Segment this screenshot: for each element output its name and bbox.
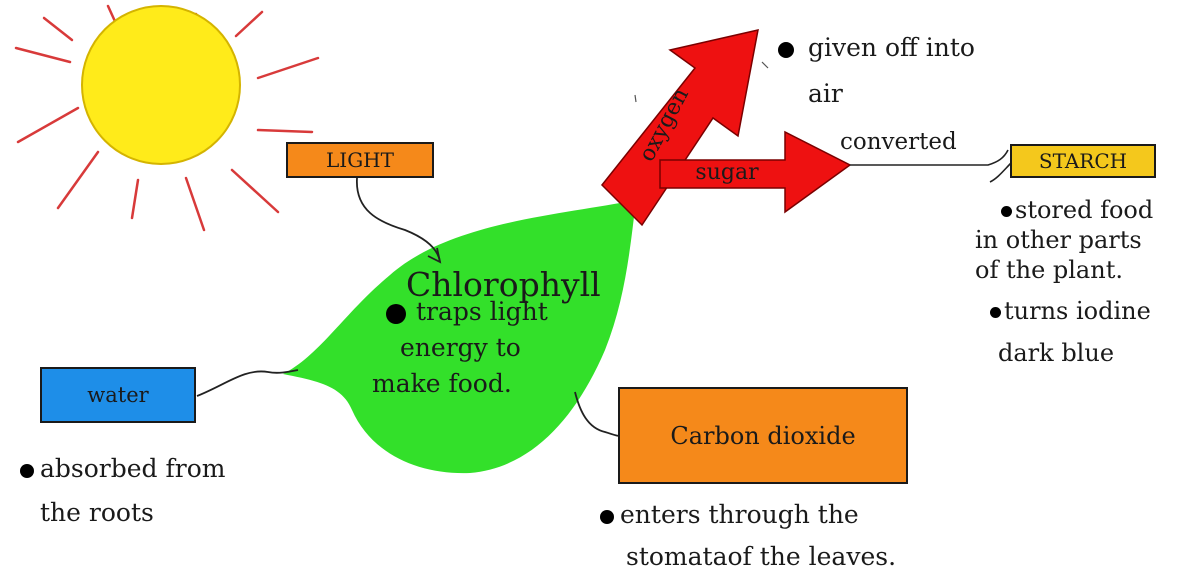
light-box: LIGHT (286, 142, 434, 178)
water-line-2: the roots (40, 498, 154, 527)
starch-note-1-line-3: of the plant. (975, 256, 1123, 284)
carbon-dioxide-box: Carbon dioxide (618, 387, 908, 484)
water-connector (196, 369, 299, 397)
sugar-arrow-label: sugar (695, 160, 759, 185)
converted-label: converted (840, 129, 957, 155)
light-connector-arrowhead (427, 247, 442, 264)
oxygen-arrow (600, 29, 759, 227)
bullet-icon (778, 41, 794, 58)
oxygen-mark (761, 61, 769, 69)
starch-note-1-line-2: in other parts (975, 226, 1142, 254)
leaf-icon (283, 200, 636, 474)
converted-connector (850, 149, 1009, 166)
oxygen-line-2: air (808, 79, 843, 108)
co2-line-1: enters through the (620, 500, 859, 529)
carbon-dioxide-description: enters through the stomataof the leaves. (600, 494, 896, 578)
water-line-1: absorbed from (40, 454, 226, 483)
oxygen-description: given off into air (778, 25, 975, 117)
water-description: absorbed from the roots (20, 447, 225, 535)
chlorophyll-line-1: traps light (416, 297, 548, 326)
starch-note-1: stored food in other parts of the plant. (975, 195, 1153, 285)
sun-icon (14, 4, 320, 232)
chlorophyll-title: Chlorophyll (406, 265, 601, 304)
oxygen-line-1: given off into (808, 33, 975, 62)
co2-line-2: stomataof the leaves. (626, 542, 897, 571)
bullet-icon (386, 303, 406, 324)
light-connector (356, 177, 441, 263)
sun-rays (14, 4, 320, 232)
bullet-icon (600, 509, 614, 524)
starch-note-1-line-1: stored food (1015, 196, 1154, 224)
starch-note-2: turns iodine dark blue (990, 290, 1151, 374)
oxygen-mark-2 (634, 94, 637, 103)
bullet-icon (20, 463, 34, 478)
chlorophyll-line-2: energy to (400, 333, 521, 362)
sugar-arrow (659, 130, 852, 214)
starch-note-2-line-1: turns iodine (1004, 297, 1151, 325)
chlorophyll-description: traps light energy to make food. (372, 294, 548, 402)
water-box: water (40, 367, 196, 423)
starch-note-2-line-2: dark blue (998, 339, 1115, 367)
bullet-icon (1001, 206, 1012, 217)
chlorophyll-line-3: make food. (372, 369, 512, 398)
starch-box: STARCH (1010, 144, 1156, 178)
sun-disc (81, 5, 241, 165)
carbon-dioxide-label: Carbon dioxide (670, 421, 856, 450)
bullet-icon (990, 307, 1001, 318)
co2-connector (574, 391, 621, 437)
light-label: LIGHT (326, 148, 394, 172)
starch-label: STARCH (1038, 149, 1128, 173)
water-label: water (87, 383, 149, 407)
